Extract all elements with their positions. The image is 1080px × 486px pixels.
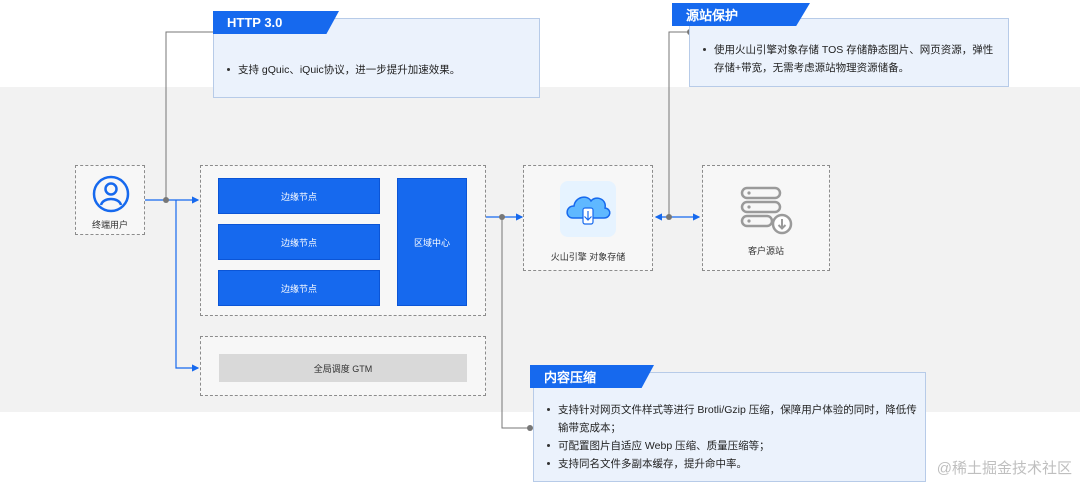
origin-protect-item: 使用火山引擎对象存储 TOS 存储静态图片、网页资源，弹性存储+带宽，无需考虑源… — [698, 41, 998, 77]
http3-item: 支持 gQuic、iQuic协议，进一步提升加速效果。 — [222, 61, 460, 79]
origin-protect-title: 源站保护 — [672, 3, 810, 26]
cloud-storage-icon — [560, 181, 616, 237]
object-storage-node: 火山引擎 对象存储 — [523, 165, 653, 271]
edge-node-1: 边缘节点 — [218, 178, 380, 214]
origin-node: 客户源站 — [702, 165, 830, 271]
end-user-label: 终端用户 — [91, 220, 128, 230]
user-icon — [92, 175, 130, 213]
compress-item-1: 支持针对网页文件样式等进行 Brotli/Gzip 压缩，保障用户体验的同时，降… — [542, 401, 917, 437]
origin-label: 客户源站 — [747, 246, 784, 256]
edge-node-2: 边缘节点 — [218, 224, 380, 260]
http3-title: HTTP 3.0 — [213, 11, 339, 34]
compress-item-3: 支持同名文件多副本缓存，提升命中率。 — [542, 455, 917, 473]
compress-callout: 支持针对网页文件样式等进行 Brotli/Gzip 压缩，保障用户体验的同时，降… — [533, 372, 926, 482]
edge-node-3: 边缘节点 — [218, 270, 380, 306]
compress-item-2: 可配置图片自适应 Webp 压缩、质量压缩等； — [542, 437, 917, 455]
watermark: @稀土掘金技术社区 — [936, 460, 1072, 477]
end-user-node: 终端用户 — [75, 165, 145, 235]
gtm-bar: 全局调度 GTM — [219, 354, 467, 382]
object-storage-label: 火山引擎 对象存储 — [550, 252, 626, 262]
server-download-icon — [740, 186, 793, 235]
compress-title: 内容压缩 — [530, 365, 654, 388]
region-center: 区域中心 — [397, 178, 467, 306]
origin-protect-callout: 使用火山引擎对象存储 TOS 存储静态图片、网页资源，弹性存储+带宽，无需考虑源… — [689, 18, 1009, 87]
